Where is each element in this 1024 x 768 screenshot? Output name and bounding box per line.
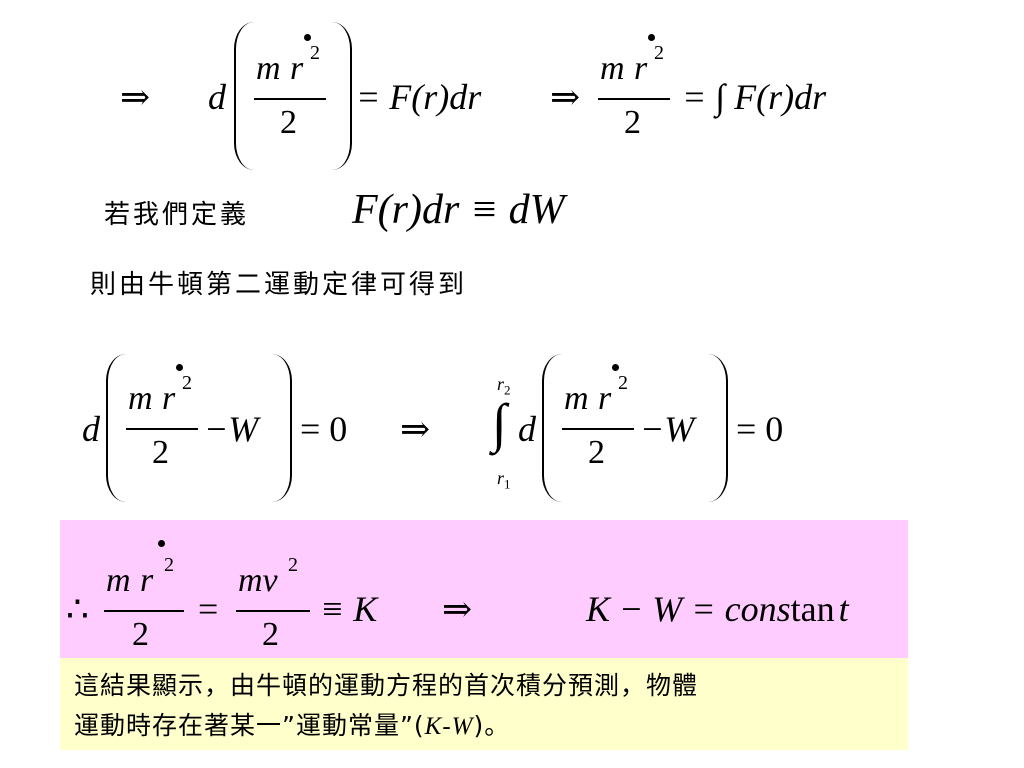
exponent: 2 [654, 42, 664, 64]
implies-arrow: ⇒ [120, 77, 151, 117]
fraction-bar [598, 98, 670, 100]
time-derivative-dot [304, 34, 311, 41]
equals-sign: = [198, 589, 219, 629]
numerator-r: r [162, 380, 176, 417]
minus-work: −W [640, 409, 695, 449]
numerator-r: r [634, 50, 648, 87]
conclusion-box [60, 658, 908, 750]
numerator-r: r [140, 562, 154, 599]
denominator: 2 [262, 616, 279, 653]
lower-limit: r1 [497, 468, 511, 492]
left-paren [542, 354, 562, 502]
conclusion-line-2: 運動時存在著某一”運動常量”(K-W)。 [74, 711, 511, 740]
numerator-m: m [128, 380, 153, 417]
conclusion-text: 這結果顯示，由牛頓的運動方程的首次積分預測，物體 運動時存在著某一”運動常量”(… [74, 666, 904, 747]
left-paren [106, 354, 126, 502]
implies-arrow: ⇒ [400, 409, 431, 449]
conclusion-line-1: 這結果顯示，由牛頓的運動方程的首次積分預測，物體 [74, 671, 699, 700]
differential-d: d [518, 409, 536, 449]
definition-label: 若我們定義 [104, 200, 250, 230]
fraction-bar [562, 428, 634, 430]
numerator-m: m [600, 50, 625, 87]
definition-formula: F(r)dr ≡ dW [352, 187, 565, 233]
right-paren [332, 22, 352, 170]
denominator: 2 [280, 104, 297, 141]
numerator-r: r [290, 50, 304, 87]
numerator-m: m [106, 562, 131, 599]
denominator: 2 [132, 616, 149, 653]
time-derivative-dot [648, 34, 655, 41]
implies-arrow: ⇒ [550, 77, 581, 117]
right-paren [708, 354, 728, 502]
fraction-bar [126, 428, 198, 430]
therefore-symbol: ∴ [66, 589, 89, 629]
time-derivative-dot [612, 364, 619, 371]
kinetic-energy-def: ≡ K [320, 589, 378, 629]
k-minus-w: K-W [424, 713, 474, 740]
fraction-bar [104, 610, 184, 612]
rhs-force: = F(r)dr [356, 77, 482, 117]
time-derivative-dot [176, 364, 183, 371]
fraction-bar [254, 98, 326, 100]
minus-work: −W [204, 409, 259, 449]
exponent: 2 [182, 372, 192, 394]
exponent: 2 [310, 42, 320, 64]
exponent: 2 [618, 372, 628, 394]
time-derivative-dot [158, 540, 165, 547]
right-paren [272, 354, 292, 502]
rhs-integral: = ∫ F(r)dr [682, 77, 827, 117]
numerator-mv: mv [238, 562, 278, 599]
fraction-bar [236, 610, 310, 612]
differential-d: d [208, 77, 226, 117]
integral-sign: ∫ [492, 393, 507, 453]
exponent: 2 [288, 554, 298, 576]
exponent: 2 [164, 554, 174, 576]
equals-zero: = 0 [300, 409, 348, 449]
implies-arrow: ⇒ [442, 589, 473, 629]
left-paren [234, 22, 254, 170]
numerator-m: m [564, 380, 589, 417]
denominator: 2 [624, 104, 641, 141]
denominator: 2 [588, 434, 605, 471]
numerator-m: m [256, 50, 281, 87]
numerator-r: r [598, 380, 612, 417]
differential-d: d [82, 409, 100, 449]
upper-limit: r2 [497, 374, 511, 398]
result-highlight-box [60, 520, 908, 658]
newton-statement: 則由牛頓第二運動定律可得到 [90, 270, 468, 300]
equals-zero: = 0 [736, 409, 784, 449]
denominator: 2 [152, 434, 169, 471]
